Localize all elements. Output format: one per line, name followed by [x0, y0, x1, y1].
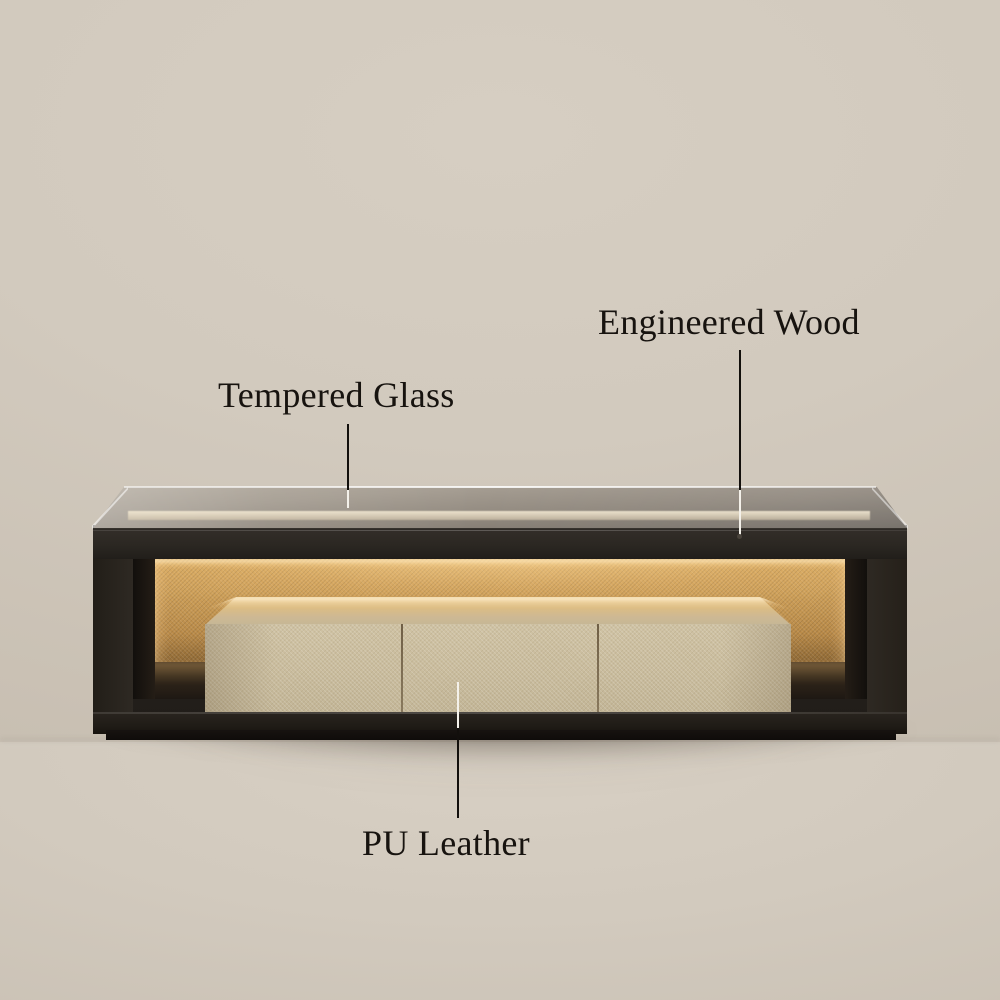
- led-light-strip: [153, 559, 847, 569]
- cabinet-side-panel-left: [93, 556, 133, 716]
- apron-highlight: [93, 529, 907, 531]
- leader-line-pu-leather-lower: [457, 728, 459, 818]
- cavity-side-right: [845, 559, 867, 699]
- cabinet-side-panel-right: [867, 556, 907, 716]
- drawer-seam-right: [597, 624, 599, 716]
- leader-line-engineered-wood-lower: [739, 490, 741, 537]
- leader-line-pu-leather-upper: [457, 682, 459, 730]
- cavity-side-left: [133, 559, 155, 699]
- plinth-highlight: [93, 712, 907, 714]
- glass-reflection-band: [128, 511, 870, 520]
- leader-line-tempered-glass-upper: [347, 424, 349, 496]
- drawer-seam-left: [401, 624, 403, 716]
- leader-line-engineered-wood-upper: [739, 350, 741, 493]
- callout-label-tempered-glass: Tempered Glass: [218, 375, 455, 415]
- drawer-top-highlight: [205, 597, 791, 609]
- background-floor: [0, 742, 1000, 1000]
- drawer-shading-left: [205, 624, 275, 716]
- drawer-fronts[interactable]: [205, 624, 791, 716]
- drawer-shading-right: [721, 624, 791, 716]
- drawer-block: [205, 597, 791, 716]
- cabinet-plinth: [93, 712, 907, 734]
- cabinet-top-apron: [93, 529, 907, 559]
- glass-sheen: [93, 487, 907, 528]
- tempered-glass-top: [93, 487, 907, 528]
- leader-line-tempered-glass-lower: [347, 490, 349, 508]
- glass-back-edge: [124, 486, 876, 488]
- pu-leather-texture: [205, 624, 791, 716]
- wall-floor-seam: [0, 738, 1000, 746]
- leader-endpoint-dot-engineered-wood: [737, 534, 742, 539]
- cabinet-toe-kick: [106, 730, 896, 740]
- callout-label-engineered-wood: Engineered Wood: [598, 302, 860, 342]
- callout-label-pu-leather: PU Leather: [362, 823, 530, 863]
